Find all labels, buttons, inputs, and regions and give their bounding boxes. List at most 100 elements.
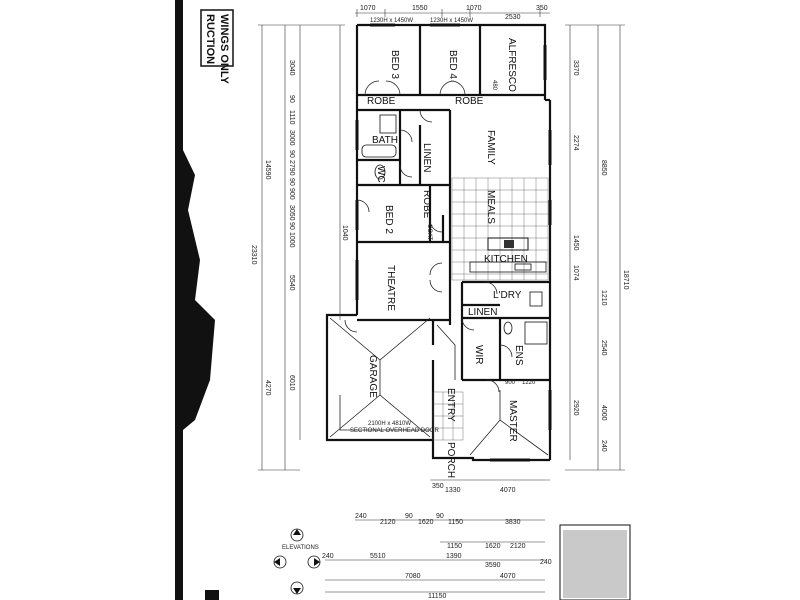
bottom2-dim-4: 1620 (418, 519, 434, 526)
sink (514, 263, 532, 271)
bottom2-dim-3: 90 (405, 513, 413, 520)
right-dim-9: 240 (600, 440, 607, 452)
bottom1-dim-3: 4070 (500, 487, 516, 494)
elevations-label: ELEVATIONS (282, 545, 319, 551)
kitchen-bench (469, 261, 547, 273)
right-dim-3: 1450 (572, 235, 579, 251)
garage-door-size: 2100H x 4810W (368, 421, 411, 427)
right-dimensions: 3370 2274 1450 1074 1210 2540 2920 4000 … (565, 24, 629, 471)
label-family: FAMILY (485, 130, 496, 165)
left2-dim-1: 1040 (341, 225, 348, 241)
room-labels: BED 3 BED 4 ALFRESCO ROBE ROBE BATH FAMI… (367, 38, 528, 478)
bottom1-dim-1: 350 (432, 483, 444, 490)
label-wc: WC (375, 166, 386, 183)
bottom3-dim-3: 2120 (510, 543, 526, 550)
right-dim-5: 1210 (600, 290, 607, 306)
right-dim-1: 3370 (572, 60, 579, 76)
label-linen2: LINEN (468, 307, 497, 318)
bottom4-dim-3: 1390 (446, 553, 462, 560)
bottom2-dim-5: 90 (436, 513, 444, 520)
bottom4-dim-5: 240 (540, 559, 552, 566)
label-bed2: BED 2 (383, 205, 394, 234)
left-dim-7: 90 (288, 178, 295, 186)
garage-door-type: SECTIONAL OVERHEAD DOOR (350, 428, 439, 434)
left-dim-2: 90 (288, 95, 295, 103)
left-dim-3: 1110 (288, 110, 295, 125)
label-robe3: ROBE (421, 190, 432, 219)
bottom2-dim-1: 240 (355, 513, 367, 520)
left-dim-4: 3000 (288, 130, 295, 146)
left-overall-2: 23310 (250, 245, 257, 265)
construction-stamp: WINGS ONLY RUCTION (200, 9, 234, 85)
right-overall-1: 8850 (600, 160, 607, 176)
label-master: MASTER (507, 400, 518, 442)
scan-margin (175, 0, 183, 600)
label-kitchen: KITCHEN (484, 254, 528, 265)
window-size-2: 1230H x 1450W (430, 18, 473, 24)
label-wir: WIR (473, 345, 484, 364)
label-garage: GARAGE (367, 355, 378, 398)
label-robe2: ROBE (455, 96, 484, 107)
elevation-markers: ELEVATIONS (273, 528, 321, 595)
left-dim-5: 90 (288, 150, 295, 158)
bathtub (361, 144, 397, 158)
entry-dim-2: 1220 (522, 380, 536, 386)
window-size-1: 1230H x 1450W (370, 18, 413, 24)
bottom1-dim-2: 1330 (445, 487, 461, 494)
right-dim-2: 2274 (572, 135, 579, 151)
scan-smudge (183, 150, 215, 430)
bottom4-dim-1: 240 (322, 553, 334, 560)
vanity (379, 114, 397, 134)
left2-dim-3: 4270 (264, 380, 271, 396)
bottom2-dim-6: 1150 (448, 519, 463, 526)
left-dim-9: 3050 (288, 205, 295, 221)
label-coat: COAT (426, 224, 432, 241)
top-dim-5: 350 (536, 5, 548, 12)
bottom-dimensions: 350 1330 4070 240 2120 90 1620 90 1150 3… (322, 479, 552, 600)
bottom6-dim: 11150 (428, 593, 447, 600)
door-swings (344, 80, 513, 393)
bottom2-dim-7: 3830 (505, 519, 521, 526)
label-alfresco: ALFRESCO (506, 38, 517, 92)
right-dim-8: 4000 (600, 405, 607, 421)
bottom5-dim-2: 4070 (500, 573, 516, 580)
left-dim-8: 900 (288, 188, 295, 200)
roof-hips (436, 324, 549, 456)
left-dim-10: 90 (288, 222, 295, 230)
bottom3-dim-2: 1620 (485, 543, 501, 550)
left2-dim-4: 6010 (288, 375, 295, 391)
bottom5-dim-1: 7080 (405, 573, 421, 580)
top-dim-1: 1070 (360, 5, 376, 12)
stamp-line2: RUCTION (204, 14, 216, 64)
left-dim-6: 2790 (288, 160, 295, 176)
left-dimensions: 3040 90 1110 3000 90 2790 90 900 3050 90… (250, 24, 348, 471)
left2-dim-2: 5540 (288, 275, 295, 291)
ensuite-toilet (503, 321, 513, 335)
label-bed3: BED 3 (389, 50, 400, 79)
top-dimensions: 1070 1550 1070 2530 350 (355, 5, 550, 21)
alfresco-dim: 480 (491, 80, 497, 91)
ensuite-shower (524, 321, 548, 345)
label-porch: PORCH (445, 442, 456, 478)
right-dim-6: 2540 (600, 340, 607, 356)
label-ens: ENS (513, 345, 524, 366)
top-dim-3: 1070 (466, 5, 482, 12)
label-ldry: L'DRY (493, 290, 522, 301)
label-entry: ENTRY (445, 388, 456, 422)
label-meals: MEALS (485, 190, 496, 224)
left-overall-1: 14590 (264, 160, 271, 180)
window-marks (355, 23, 552, 462)
label-robe1: ROBE (367, 96, 396, 107)
label-bed4: BED 4 (447, 50, 458, 79)
tile-grid (432, 177, 549, 441)
label-bath: BATH (372, 135, 398, 146)
left-dim-1: 3040 (288, 60, 295, 76)
scan-smudge-upper (183, 160, 192, 200)
title-block (559, 524, 631, 600)
label-linen1: LINEN (421, 143, 432, 172)
bottom2-dim-2: 2120 (380, 519, 396, 526)
laundry-tub (529, 291, 543, 307)
stamp-line1: WINGS ONLY (218, 14, 230, 85)
cooktop (504, 240, 514, 248)
